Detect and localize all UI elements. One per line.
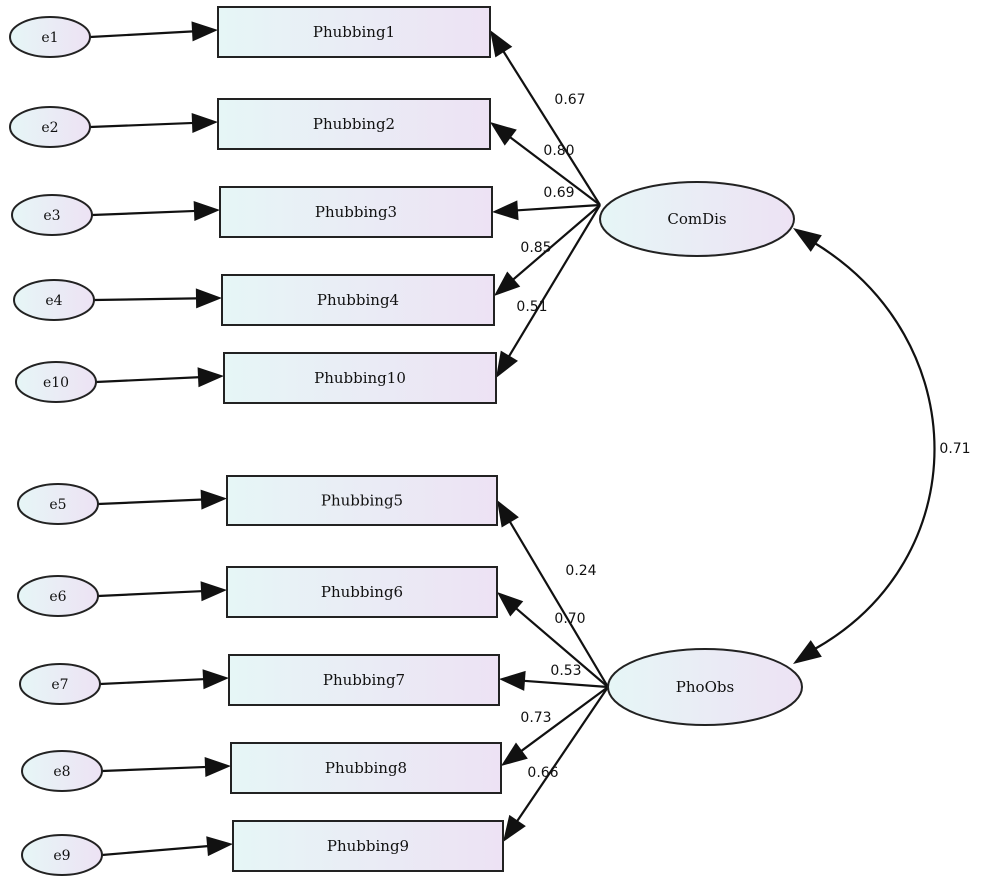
loading-arrow-p7 [516, 679, 609, 689]
indicator-box-p3 [219, 186, 493, 238]
factor-oval-comdis [599, 181, 795, 257]
loading-arrow-p4-arrowhead [494, 271, 521, 296]
error-arrow-e7-arrowhead [202, 669, 229, 690]
indicator-label: Phubbing7 [323, 671, 405, 689]
loading-arrow-p8-arrowhead [501, 742, 528, 766]
loading-arrow-p2 [503, 131, 601, 206]
error-arrow-e8-arrowhead [204, 757, 231, 777]
loading-value-p9: 0.66 [527, 765, 558, 781]
indicator-box-p7 [228, 654, 500, 706]
indicator-label: Phubbing6 [321, 583, 403, 601]
error-label: e1 [41, 30, 58, 46]
indicator-label: Phubbing10 [314, 369, 406, 387]
indicator-box-p5 [226, 475, 498, 526]
indicator-label: Phubbing1 [313, 23, 395, 41]
error-arrow-e2 [89, 121, 201, 129]
error-arrow-e8 [101, 765, 214, 773]
loading-arrow-p2-arrowhead [490, 122, 517, 146]
indicator-box-p6 [226, 566, 498, 618]
indicator-label: Phubbing9 [327, 837, 409, 855]
error-arrow-e5-arrowhead [200, 489, 227, 510]
loading-arrow-p7-arrowhead [499, 670, 526, 691]
error-label: e2 [41, 120, 58, 136]
error-label: e3 [43, 208, 60, 224]
error-arrow-e6 [97, 589, 210, 598]
error-label: e6 [49, 589, 66, 605]
factor-label: PhoObs [676, 678, 734, 696]
indicator-label: Phubbing8 [325, 759, 407, 777]
loading-value-p7: 0.53 [550, 663, 581, 679]
error-oval-e6 [17, 575, 99, 617]
loading-arrow-p6 [509, 602, 609, 688]
error-oval-e7 [19, 663, 101, 705]
error-arrow-e1-arrowhead [191, 21, 218, 42]
loading-arrow-p9 [512, 686, 609, 828]
error-label: e7 [51, 677, 68, 693]
error-arrow-e10-arrowhead [197, 367, 224, 388]
correlation-curve [812, 241, 936, 651]
correlation-value: 0.71 [939, 441, 970, 457]
error-label: e10 [43, 375, 69, 391]
error-oval-e8 [21, 750, 103, 792]
loading-value-p8: 0.73 [520, 710, 551, 726]
error-oval-e10 [15, 361, 97, 403]
factor-label: ComDis [667, 210, 726, 228]
loading-arrow-p5 [505, 514, 609, 688]
loading-arrow-p10 [504, 204, 601, 364]
loading-value-p2: 0.80 [543, 143, 574, 159]
indicator-label: Phubbing5 [321, 492, 403, 510]
error-oval-e1 [9, 16, 91, 58]
error-arrow-e9 [101, 844, 216, 857]
error-arrow-e4 [93, 297, 205, 302]
loading-value-p10: 0.51 [516, 299, 547, 315]
error-label: e5 [49, 497, 66, 513]
loading-value-p4: 0.85 [520, 240, 551, 256]
error-oval-e9 [21, 834, 103, 876]
error-arrow-e7 [99, 677, 212, 686]
correlation-arrowhead-bottom [793, 640, 822, 664]
indicator-label: Phubbing4 [317, 291, 399, 309]
indicator-box-p2 [217, 98, 491, 150]
loading-value-p5: 0.24 [565, 563, 596, 579]
indicator-box-p10 [223, 352, 497, 404]
indicator-box-p4 [221, 274, 495, 326]
indicator-label: Phubbing3 [315, 203, 397, 221]
loading-arrow-p10-arrowhead [496, 350, 518, 378]
error-label: e4 [45, 293, 62, 309]
loading-arrow-p6-arrowhead [497, 592, 524, 617]
error-arrow-e10 [95, 375, 207, 384]
error-label: e8 [53, 764, 70, 780]
error-label: e9 [53, 848, 70, 864]
error-oval-e5 [17, 483, 99, 525]
loading-arrow-p3 [509, 203, 601, 212]
loading-arrow-p1-arrowhead [490, 30, 513, 58]
error-oval-e4 [13, 279, 95, 321]
loading-arrow-p3-arrowhead [492, 200, 519, 221]
error-arrow-e6-arrowhead [200, 581, 227, 602]
loading-arrow-p4 [506, 204, 601, 286]
loading-arrow-p1 [498, 44, 601, 206]
indicator-box-p1 [217, 6, 491, 58]
error-arrow-e2-arrowhead [191, 113, 218, 134]
loading-arrow-p9-arrowhead [503, 814, 526, 842]
error-arrow-e1 [89, 29, 201, 39]
indicator-box-p8 [230, 742, 502, 794]
error-arrow-e5 [97, 498, 210, 506]
error-arrow-e4-arrowhead [195, 288, 222, 309]
loading-value-p6: 0.70 [554, 611, 585, 627]
error-arrow-e9-arrowhead [206, 836, 233, 857]
loading-arrow-p8 [514, 686, 609, 757]
factor-oval-phoobs [607, 648, 803, 726]
error-arrow-e3 [91, 209, 203, 217]
loading-value-p3: 0.69 [543, 185, 574, 201]
correlation-arrowhead-top [793, 228, 822, 252]
error-oval-e2 [9, 106, 91, 148]
loading-arrow-p5-arrowhead [497, 500, 519, 528]
loading-value-p1: 0.67 [554, 92, 585, 108]
indicator-box-p9 [232, 820, 504, 872]
error-arrow-e3-arrowhead [193, 201, 220, 222]
error-oval-e3 [11, 194, 93, 236]
indicator-label: Phubbing2 [313, 115, 395, 133]
